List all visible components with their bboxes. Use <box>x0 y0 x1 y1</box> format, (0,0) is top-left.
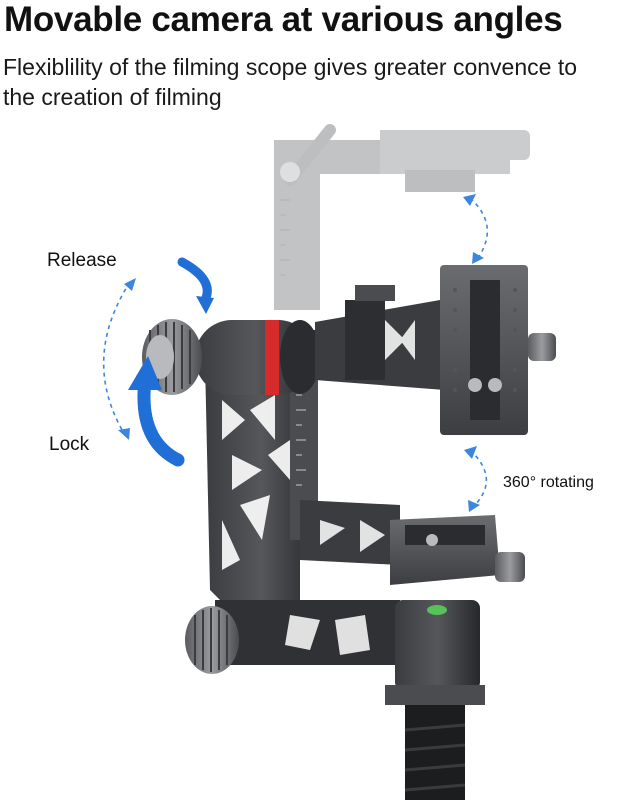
ghost-upper-arm <box>274 124 530 310</box>
bubble-level <box>427 605 447 615</box>
page-title: Movable camera at various angles <box>4 0 563 39</box>
base-arm <box>215 600 485 800</box>
release-label: Release <box>47 250 117 271</box>
clamp-knob-middle[interactable] <box>528 333 556 361</box>
lower-platform-arm <box>300 500 400 565</box>
red-ring <box>265 320 279 395</box>
dashed-rotation-guide-left <box>102 281 131 436</box>
quick-release-clamp-lower <box>390 515 500 585</box>
dashed-guide-arrowhead-bottom <box>118 428 130 440</box>
dashed-guide-arrowhead-top <box>124 278 136 291</box>
dashed-rotation-guide-lower-right <box>469 449 488 506</box>
clamp-knob-lower[interactable] <box>495 552 525 582</box>
curved-arrow-up-icon <box>128 356 185 467</box>
pivot-hub <box>195 320 320 395</box>
dashed-rotation-guide-upper-right <box>469 197 489 259</box>
curved-arrow-clockwise-icon <box>177 257 214 314</box>
lock-label: Lock <box>49 434 90 455</box>
pan-lock-knob-top[interactable] <box>142 319 202 395</box>
page-subtitle: Flexiblility of the filming scope gives … <box>3 52 640 112</box>
pan-lock-knob-base[interactable] <box>185 606 239 674</box>
subtitle-line-1: Flexiblility of the filming scope gives … <box>3 54 578 80</box>
quick-release-clamp-middle <box>440 265 528 435</box>
rotating-label: 360° rotating <box>503 474 594 491</box>
subtitle-line-2: the creation of filming <box>3 84 222 110</box>
lateral-arm <box>315 285 445 390</box>
